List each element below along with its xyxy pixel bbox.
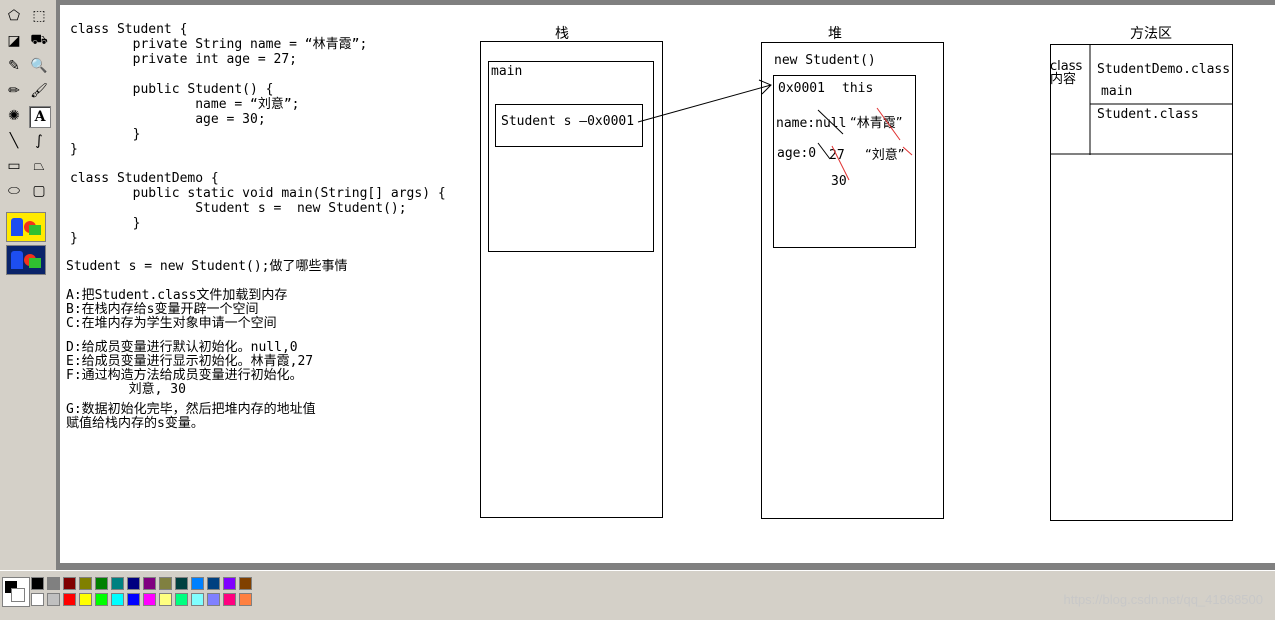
steps-g-text: G:数据初始化完毕，然后把堆内存的地址值 赋值给栈内存的s变量。 <box>66 402 316 431</box>
palette-swatch[interactable] <box>207 593 220 606</box>
palette-swatch[interactable] <box>31 577 44 590</box>
method-area-title: 方法区 <box>1130 26 1172 42</box>
eraser-icon[interactable]: ◪ <box>7 33 21 49</box>
heap-age-field: age:0 <box>777 146 817 161</box>
background-color <box>11 588 25 602</box>
polygon-tool-icon[interactable]: ⏢ <box>33 158 45 174</box>
palette-swatch[interactable] <box>223 577 236 590</box>
palette-swatch[interactable] <box>95 577 108 590</box>
steps-abc-text: A:把Student.class文件加载到内存 B:在栈内存给s变量开辟一个空间… <box>66 288 288 331</box>
stack-var-label: Student s —0x0001 <box>501 114 635 129</box>
palette-swatch[interactable] <box>111 577 124 590</box>
palette-swatch[interactable] <box>175 593 188 606</box>
studentdemo-class-code: class StudentDemo { public static void m… <box>70 171 446 246</box>
heap-new-label: new Student() <box>774 53 876 68</box>
palette-swatch[interactable] <box>159 593 172 606</box>
palette-swatch[interactable] <box>79 577 92 590</box>
palette-swatch[interactable] <box>63 593 76 606</box>
main-frame-label: main <box>491 64 523 79</box>
heap-age-value-2: 30 <box>831 174 847 189</box>
palette-swatch[interactable] <box>191 577 204 590</box>
palette-swatch[interactable] <box>239 593 252 606</box>
palette-swatch[interactable] <box>143 577 156 590</box>
heap-name-value-1: “林青霞” <box>850 116 903 131</box>
palette-swatch[interactable] <box>239 577 252 590</box>
question-text: Student s = new Student();做了哪些事情 <box>66 259 348 274</box>
heap-age-value-1: 27 <box>829 148 845 163</box>
heap-address: 0x0001 <box>778 81 825 96</box>
stack-var-box <box>495 104 643 147</box>
method-area-item-1: StudentDemo.class <box>1097 62 1231 77</box>
method-area-item-1-sub: main <box>1101 84 1133 99</box>
free-select-icon[interactable]: ⬠ <box>7 8 21 24</box>
palette-swatch[interactable] <box>111 593 124 606</box>
heap-title: 堆 <box>828 26 842 42</box>
toolbox: ⬠ ⬚ ◪ ⛟ ✎ 🔍 ✏ 🖌 ✺ A ╲ ∫ ▭ ⏢ ⬭ ▢ <box>0 0 57 570</box>
palette-swatch[interactable] <box>159 577 172 590</box>
palette-swatch[interactable] <box>79 593 92 606</box>
watermark-text: https://blog.csdn.net/qq_41868500 <box>1063 592 1264 607</box>
method-area-item-2: Student.class <box>1097 107 1199 122</box>
palette-swatch[interactable] <box>47 577 60 590</box>
color-picker-icon[interactable]: ✎ <box>8 58 20 74</box>
drawing-canvas[interactable]: class Student { private String name = “林… <box>60 5 1275 563</box>
palette-swatch[interactable] <box>95 593 108 606</box>
rect-select-icon[interactable]: ⬚ <box>32 8 46 24</box>
stack-title: 栈 <box>555 26 569 42</box>
stack-box <box>480 41 663 518</box>
palette-swatch[interactable] <box>63 577 76 590</box>
text-opaque-option[interactable] <box>6 212 46 242</box>
method-area-side-label: class 内容 <box>1050 59 1083 87</box>
airbrush-icon[interactable]: ✺ <box>8 108 20 124</box>
fill-bucket-icon[interactable]: ⛟ <box>30 32 48 48</box>
ellipse-tool-icon[interactable]: ⬭ <box>8 183 20 199</box>
curve-tool-icon[interactable]: ∫ <box>35 133 43 149</box>
magnifier-icon[interactable]: 🔍 <box>30 58 48 74</box>
palette-swatch[interactable] <box>191 593 204 606</box>
palette-swatch[interactable] <box>31 593 44 606</box>
method-area-box <box>1050 44 1233 521</box>
steps-def-text: D:给成员变量进行默认初始化。null,0 E:给成员变量进行显示初始化。林青霞… <box>66 340 314 397</box>
palette-swatch[interactable] <box>143 593 156 606</box>
palette-swatch[interactable] <box>127 593 140 606</box>
line-tool-icon[interactable]: ╲ <box>9 133 19 149</box>
palette-swatch[interactable] <box>127 577 140 590</box>
pencil-icon[interactable]: ✏ <box>8 83 20 99</box>
rectangle-tool-icon[interactable]: ▭ <box>7 158 21 174</box>
heap-this-label: this <box>842 81 874 96</box>
brush-icon[interactable]: 🖌 <box>30 83 48 99</box>
palette-swatch[interactable] <box>223 593 236 606</box>
heap-box <box>761 42 944 519</box>
palette-swatch[interactable] <box>47 593 60 606</box>
rounded-rect-tool-icon[interactable]: ▢ <box>32 183 46 199</box>
text-tool-icon[interactable]: A <box>29 106 51 128</box>
palette-swatch[interactable] <box>207 577 220 590</box>
palette-swatch[interactable] <box>175 577 188 590</box>
heap-name-field: name:null <box>776 116 847 131</box>
heap-name-value-2: “刘意” <box>865 148 905 163</box>
text-transparent-option[interactable] <box>6 245 46 275</box>
student-class-code: class Student { private String name = “林… <box>70 22 368 157</box>
main-frame-box <box>488 61 654 252</box>
heap-object-box <box>773 75 916 248</box>
